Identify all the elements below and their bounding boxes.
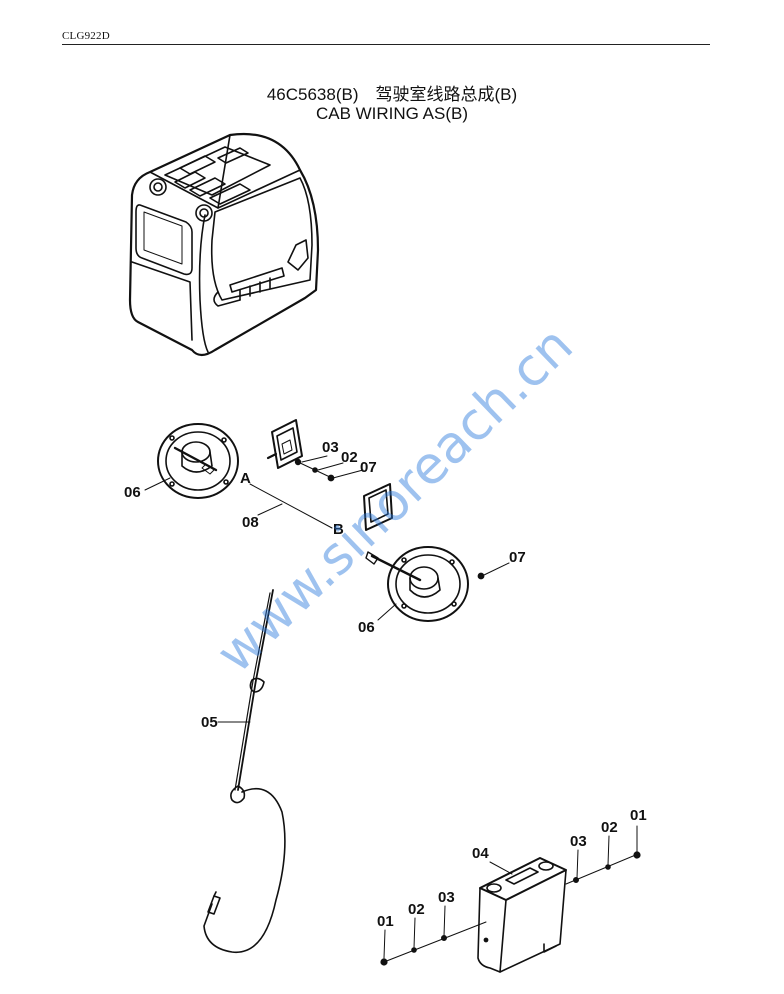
dome-light-left <box>157 423 239 499</box>
callout-06-right: 06 <box>358 619 375 636</box>
point-label-a: A <box>240 470 251 487</box>
header-rule <box>62 44 710 45</box>
antenna-05 <box>203 589 286 953</box>
callout-03-top: 03 <box>322 439 339 456</box>
fastener-row-radio-right <box>565 851 641 885</box>
callout-03-radio-right: 03 <box>570 833 587 850</box>
rectangular-gasket <box>363 483 393 531</box>
fastener-row-radio-left <box>380 921 487 966</box>
callout-05: 05 <box>201 714 218 731</box>
fastener-row-top <box>294 458 335 482</box>
model-number: CLG922D <box>62 30 110 42</box>
callout-01-radio-right: 01 <box>630 807 647 824</box>
callout-01-radio-left: 01 <box>377 913 394 930</box>
harness-08-leaders <box>249 483 333 529</box>
screw-07-right <box>477 572 485 580</box>
callout-02-radio-right: 02 <box>601 819 618 836</box>
callout-03-radio-left: 03 <box>438 889 455 906</box>
callout-04: 04 <box>472 845 489 862</box>
radio-04 <box>477 857 567 973</box>
connector-socket-a <box>266 419 303 469</box>
dome-light-right <box>365 546 469 622</box>
callout-leaders <box>144 455 638 959</box>
point-label-b: B <box>333 521 344 538</box>
callout-08: 08 <box>242 514 259 531</box>
callout-07-top: 07 <box>360 459 377 476</box>
diagram-title-en: CAB WIRING AS(B) <box>315 104 469 123</box>
callout-02-top: 02 <box>341 449 358 466</box>
cab-illustration <box>128 132 320 357</box>
callout-02-radio-left: 02 <box>408 901 425 918</box>
callout-07-right: 07 <box>509 549 526 566</box>
callout-06-left: 06 <box>124 484 141 501</box>
diagram-title-cn: 46C5638(B) 驾驶室线路总成(B) <box>266 85 518 104</box>
